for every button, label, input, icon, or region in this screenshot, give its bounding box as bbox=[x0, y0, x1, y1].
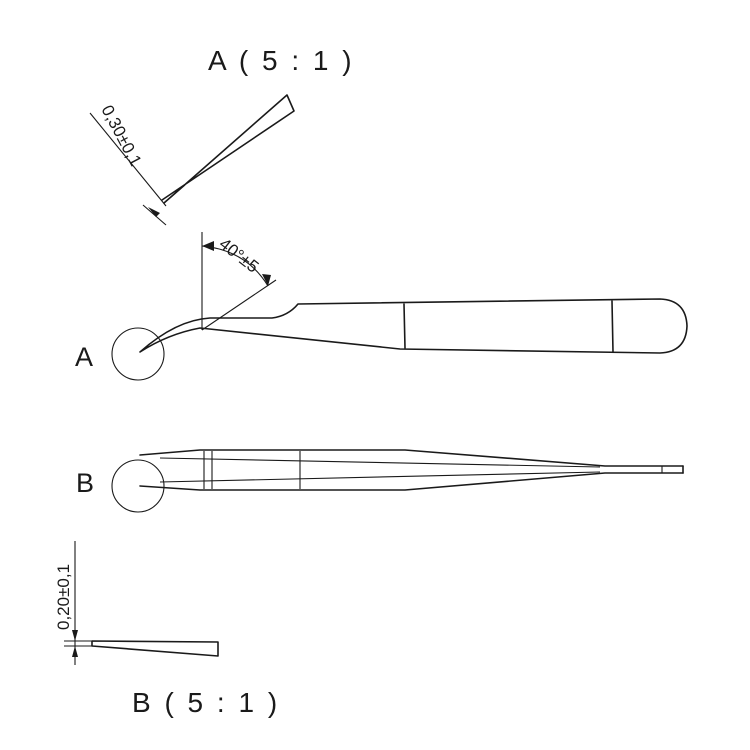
view-a-label: A bbox=[75, 342, 93, 372]
view-b-label: B bbox=[76, 468, 94, 498]
view-b: B bbox=[76, 449, 684, 513]
detail-b-tip-thickness-label: 0,20±0,1 bbox=[54, 564, 73, 630]
view-a-grip-end bbox=[611, 300, 614, 353]
view-a-bend-angle-label: 40°±5 bbox=[216, 234, 263, 276]
view-a-angle-arrow-2 bbox=[262, 274, 271, 286]
detail-b-dim-arrow-1 bbox=[72, 630, 78, 641]
view-a: A 40°±5 bbox=[75, 232, 688, 381]
detail-b: 0,20±0,1 B ( 5 : 1 ) bbox=[54, 541, 280, 718]
view-b-upper-arm bbox=[139, 449, 684, 467]
view-a-grip-start bbox=[403, 303, 406, 349]
view-b-inner-edge-upper bbox=[159, 457, 601, 468]
detail-a-title: A ( 5 : 1 ) bbox=[208, 45, 355, 76]
detail-a-dim-arrow bbox=[148, 207, 160, 217]
detail-b-tip-outline bbox=[91, 640, 219, 657]
detail-a-extension-line-1 bbox=[89, 112, 167, 207]
view-a-angle-arrow-1 bbox=[202, 241, 214, 251]
view-b-lower-arm bbox=[139, 472, 684, 491]
detail-a-tip-outline bbox=[161, 94, 295, 204]
detail-b-title: B ( 5 : 1 ) bbox=[132, 687, 280, 718]
detail-a: A ( 5 : 1 ) 0,30±0,1 bbox=[89, 45, 355, 226]
view-b-inner-edge-lower bbox=[159, 471, 601, 483]
view-a-detail-circle bbox=[111, 327, 165, 381]
detail-b-dim-arrow-2 bbox=[72, 646, 78, 657]
view-a-angle-reference bbox=[201, 279, 277, 331]
detail-a-tip-edge bbox=[169, 184, 186, 199]
view-a-tweezer-outline bbox=[139, 298, 688, 354]
detail-a-tip-thickness-label: 0,30±0,1 bbox=[97, 102, 145, 169]
view-b-detail-circle bbox=[111, 459, 165, 513]
